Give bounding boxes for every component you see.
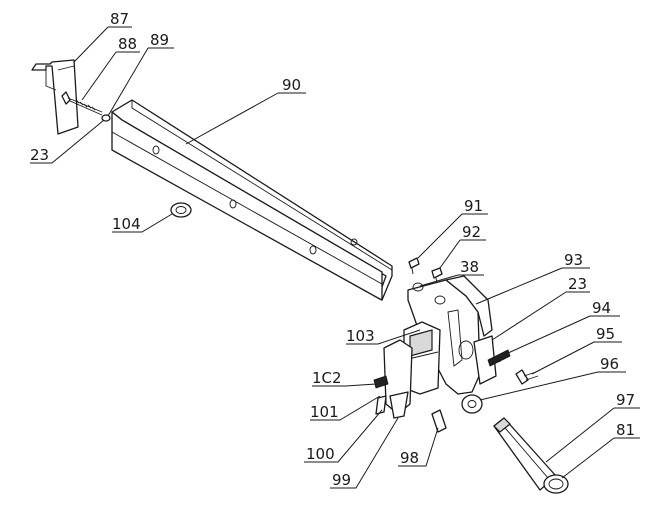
- callout-label: 103: [346, 327, 375, 345]
- callout-23-top: 23: [30, 119, 105, 164]
- part-98-pin: [431, 409, 447, 433]
- callout-81: 81: [561, 421, 640, 479]
- callout-label: 92: [462, 223, 481, 241]
- callout-93: 93: [475, 251, 590, 305]
- part-89-pin: [101, 114, 111, 122]
- part-100-pin: [375, 395, 387, 415]
- callout-92: 92: [439, 223, 486, 269]
- callout-label: 81: [616, 421, 635, 439]
- callout-label: 88: [118, 35, 137, 53]
- part-96-cam: [461, 394, 483, 414]
- part-92-screw: [431, 267, 443, 284]
- callout-104: 104: [112, 213, 173, 233]
- callout-label: 90: [282, 76, 301, 94]
- callout-97: 97: [545, 391, 640, 463]
- callout-label: 23: [30, 146, 49, 164]
- callout-1C2: 1C2: [312, 369, 377, 387]
- callout-label: 95: [596, 325, 615, 343]
- callout-90: 90: [185, 76, 306, 145]
- callout-label: 100: [306, 445, 335, 463]
- callout-label: 99: [332, 471, 351, 489]
- callout-label: 38: [460, 258, 479, 276]
- callout-label: 101: [310, 403, 339, 421]
- callout-103: 103: [346, 327, 421, 345]
- part-87-bracket: [31, 59, 79, 135]
- callout-label: 23: [568, 275, 587, 293]
- part-1C2-lever: [383, 339, 413, 419]
- part-90-rail: [111, 99, 393, 301]
- callout-98: 98: [398, 427, 439, 467]
- callout-label: 91: [464, 197, 483, 215]
- callout-91: 91: [417, 197, 488, 259]
- callout-96: 96: [479, 355, 626, 401]
- callout-label: 87: [110, 10, 129, 28]
- callout-label: 97: [616, 391, 635, 409]
- part-101-spring: [373, 375, 389, 389]
- callout-100: 100: [304, 409, 383, 463]
- callout-label: 98: [400, 449, 419, 467]
- callout-87: 87: [73, 10, 132, 63]
- callout-95: 95: [531, 325, 622, 375]
- callout-89: 89: [107, 31, 174, 117]
- callout-94: 94: [505, 299, 620, 355]
- callout-label: 89: [150, 31, 169, 49]
- part-94-spring: [487, 349, 511, 367]
- callout-88: 88: [81, 35, 140, 101]
- part-88-screw: [61, 91, 103, 116]
- callout-38: 38: [419, 258, 484, 287]
- part-91-screw: [408, 257, 420, 275]
- callout-label: 104: [112, 215, 141, 233]
- part-81-cap: [543, 474, 569, 494]
- callout-label: 1C2: [312, 369, 342, 387]
- callout-99: 99: [330, 417, 399, 489]
- callout-23-right: 23: [491, 275, 590, 341]
- callout-label: 94: [592, 299, 611, 317]
- callout-label: 96: [600, 355, 619, 373]
- callout-101: 101: [310, 395, 381, 421]
- callout-label: 93: [564, 251, 583, 269]
- part-93-body: [407, 275, 497, 395]
- part-104-washer: [170, 202, 192, 218]
